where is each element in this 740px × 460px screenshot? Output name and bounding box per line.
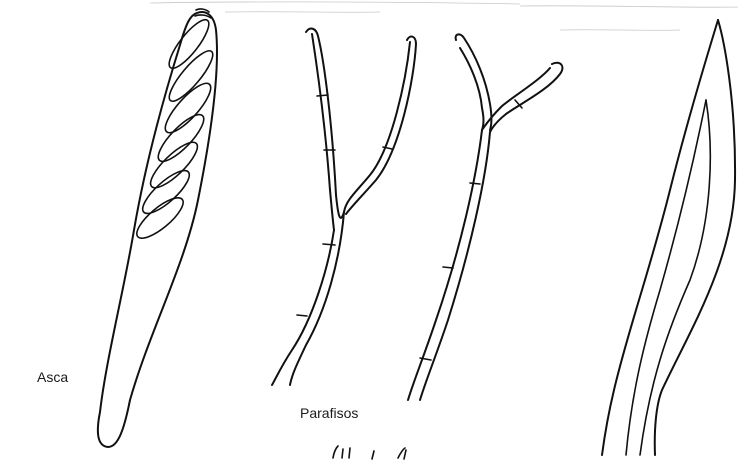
- paraphysis-left: [272, 29, 416, 385]
- label-asca: Asca: [37, 369, 68, 385]
- paraphysis-right: [602, 20, 735, 455]
- ascus: [98, 9, 219, 447]
- ascospores: [131, 15, 218, 244]
- paraphysis-middle: [408, 34, 562, 400]
- label-parafisos: Parafisos: [300, 405, 358, 421]
- scan-artifact-lines: [150, 2, 738, 30]
- partial-fragments: [333, 446, 406, 459]
